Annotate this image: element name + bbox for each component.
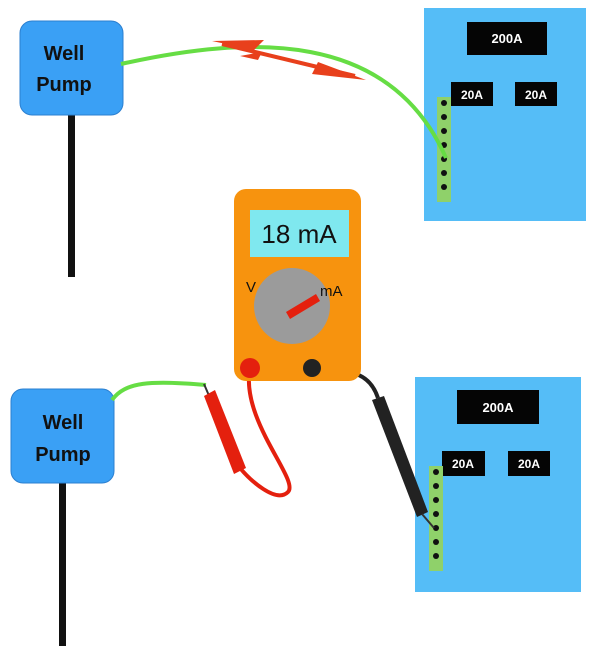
multimeter-display xyxy=(250,210,349,257)
current-flow-arrow-head-right xyxy=(312,62,366,80)
bottom-scene: Well Pump 200A 20A 20A xyxy=(10,189,581,646)
bottom-main-breaker-label: 200A xyxy=(482,400,514,415)
top-pump-label-line1: Well xyxy=(44,43,85,65)
black-probe xyxy=(372,396,435,529)
red-probe-jack xyxy=(240,358,260,378)
bottom-bus-screw xyxy=(433,539,439,545)
top-well-pump xyxy=(19,20,124,116)
bottom-bus-screw xyxy=(433,525,439,531)
black-probe-tip xyxy=(421,513,435,529)
top-bus-screw xyxy=(441,184,447,190)
bottom-bus-screw xyxy=(433,553,439,559)
bottom-pump-label-line2: Pump xyxy=(35,444,91,466)
top-pump-label-line2: Pump xyxy=(36,74,92,96)
dial-pointer xyxy=(286,294,320,319)
multimeter-dial xyxy=(254,268,330,344)
top-breaker-left xyxy=(451,82,493,106)
top-breaker-left-label: 20A xyxy=(461,88,483,102)
bottom-pump-label-line1: Well xyxy=(43,412,84,434)
top-pump-pole xyxy=(68,112,75,277)
current-flow-arrow-fin xyxy=(240,52,262,60)
bottom-main-breaker xyxy=(457,390,539,424)
black-probe-jack xyxy=(303,359,321,377)
top-breaker-right-label: 20A xyxy=(525,88,547,102)
top-pump-wire xyxy=(120,45,448,159)
black-probe-handle xyxy=(372,396,428,517)
current-flow-arrow-head-left xyxy=(212,40,264,50)
red-probe xyxy=(203,383,246,474)
top-scene: Well Pump 200A 20A 20A xyxy=(19,8,586,277)
top-bus-screw xyxy=(441,114,447,120)
bottom-breaker-left xyxy=(442,451,485,476)
bottom-pump-pole xyxy=(59,478,66,646)
top-bus-screw xyxy=(441,170,447,176)
bottom-bus-screw xyxy=(433,483,439,489)
current-flow-arrow xyxy=(212,40,366,80)
multimeter: 18 mA V mA xyxy=(234,189,361,381)
bottom-pump-wire xyxy=(110,380,207,402)
red-probe-handle xyxy=(204,390,246,474)
top-main-breaker xyxy=(467,22,547,55)
dial-label-volts: V xyxy=(246,279,256,296)
bottom-bus-screw xyxy=(433,469,439,475)
red-probe-lead xyxy=(238,367,292,498)
bottom-breaker-left-label: 20A xyxy=(452,457,474,471)
bottom-breaker-right-label: 20A xyxy=(518,457,540,471)
top-bus-screw xyxy=(441,128,447,134)
top-bus-screw xyxy=(441,100,447,106)
bottom-breaker-right xyxy=(508,451,550,476)
bottom-well-pump xyxy=(10,388,115,484)
top-bus-screws xyxy=(441,100,447,190)
top-breaker-right xyxy=(515,82,557,106)
multimeter-reading: 18 mA xyxy=(261,219,337,249)
bottom-neutral-bus-bar xyxy=(429,466,443,571)
bottom-bus-screw xyxy=(433,511,439,517)
bottom-bus-screw xyxy=(433,497,439,503)
dial-label-milliamps: mA xyxy=(320,283,343,300)
bottom-bus-screws xyxy=(433,469,439,559)
top-main-breaker-label: 200A xyxy=(491,31,523,46)
